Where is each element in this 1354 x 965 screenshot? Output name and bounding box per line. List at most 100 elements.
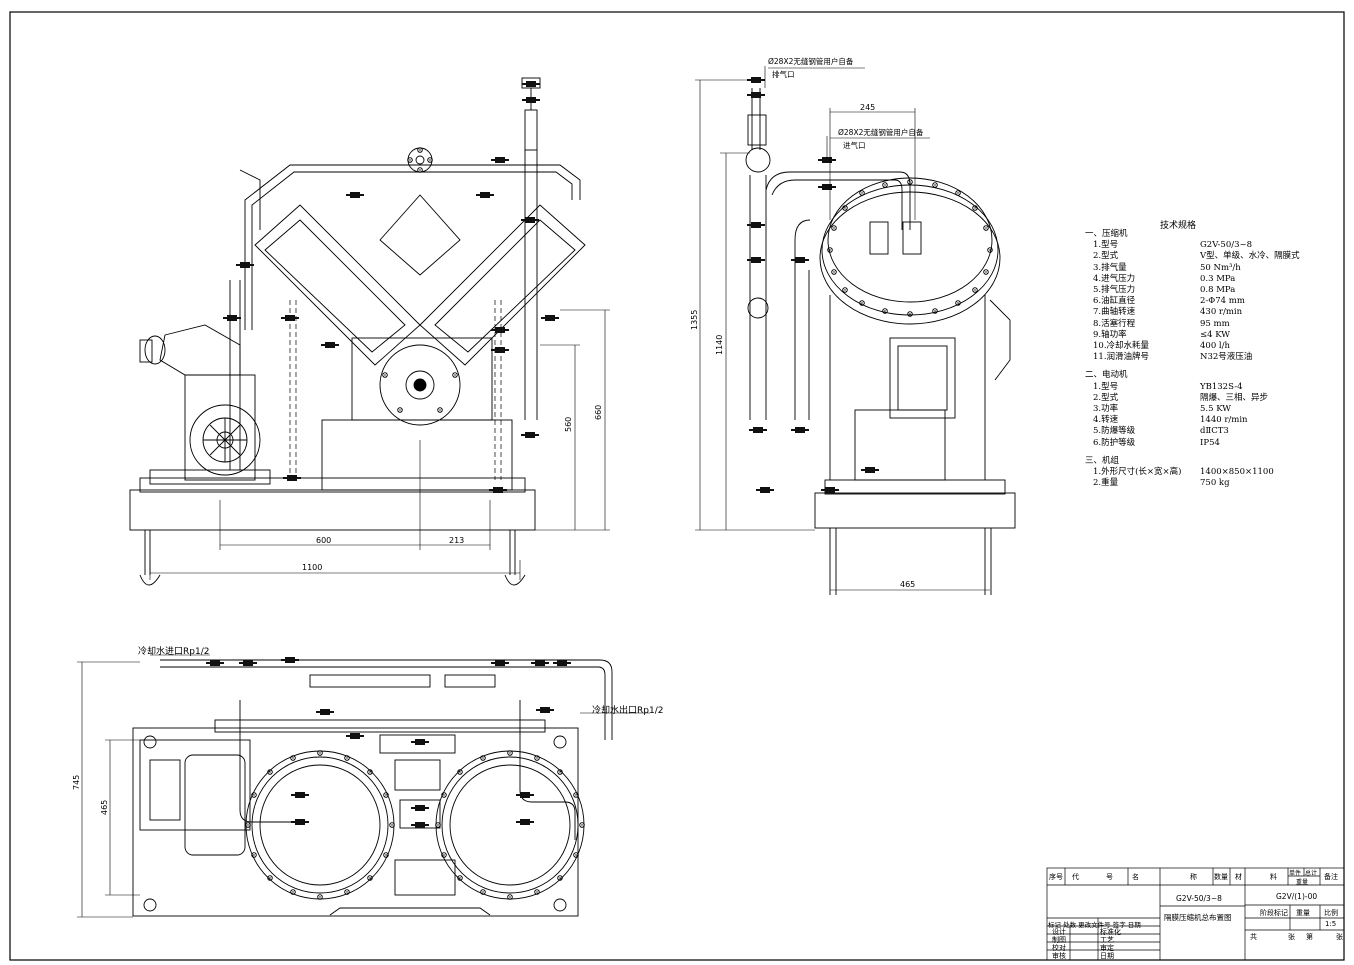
spec-value: ≤4 KW xyxy=(1200,329,1231,340)
spec-key: 6.油缸直径 xyxy=(1093,296,1136,307)
tb-drawing-name: 隔膜压缩机总布置图 xyxy=(1164,913,1232,922)
front-view-fittings xyxy=(223,81,559,493)
tb-hdr-mat2: 料 xyxy=(1270,873,1277,881)
dim-1100: 1100 xyxy=(302,563,322,572)
spec-value: YB132S-4 xyxy=(1200,381,1243,392)
spec-key: 4.进气压力 xyxy=(1093,273,1136,284)
tb-sign-date: 日期 xyxy=(1100,952,1114,960)
right-cylinder xyxy=(419,204,586,366)
spec-value: 5.5 KW xyxy=(1200,404,1232,415)
tb-hdr-code: 代 xyxy=(1072,873,1079,881)
tb-sheet-no: 第 xyxy=(1306,933,1313,941)
tb-hdr-mat: 材 xyxy=(1235,873,1242,881)
spec-key: 1.型号 xyxy=(1093,240,1119,251)
tb-weight: 重量 xyxy=(1296,909,1310,917)
base-skid xyxy=(129,489,536,531)
tb-sheet-total: 共 xyxy=(1250,933,1257,941)
spec-value: 430 r/min xyxy=(1200,307,1243,318)
spec-key: 3.排气量 xyxy=(1093,262,1127,273)
tb-sign-approve: 审定 xyxy=(1100,944,1114,952)
tb-stage-mark: 阶段标记 xyxy=(1260,909,1288,917)
spec-key: 1.型号 xyxy=(1093,381,1119,392)
dim-top-465: 465 xyxy=(100,800,109,815)
spec-value: 0.3 MPa xyxy=(1200,273,1236,284)
spec-value: 隔爆、三相、异步 xyxy=(1200,392,1269,403)
dim-600: 600 xyxy=(316,536,331,545)
side-view xyxy=(745,88,1016,595)
spec-key: 8.活塞行程 xyxy=(1093,318,1136,329)
spec-key: 2.重量 xyxy=(1093,478,1119,489)
outlet-note: 排气口 xyxy=(772,70,795,79)
spec-key: 3.功率 xyxy=(1093,404,1119,415)
water-outlet-note: 冷却水出口Rp1/2 xyxy=(592,706,664,716)
spec-key: 10.冷却水耗量 xyxy=(1093,341,1150,352)
top-frame xyxy=(132,727,579,917)
spec-value: 0.8 MPa xyxy=(1200,285,1236,296)
dim-1140: 1140 xyxy=(715,335,724,355)
dim-side-465: 465 xyxy=(900,580,915,589)
front-view-dimensions xyxy=(149,309,610,580)
side-base xyxy=(814,492,1016,529)
spec-value: 400 l/h xyxy=(1200,341,1230,352)
spec-value: 750 kg xyxy=(1200,478,1230,489)
tb-hdr-code2: 号 xyxy=(1106,873,1113,881)
tb-hdr-name: 名 xyxy=(1132,873,1139,881)
dim-213: 213 xyxy=(449,536,464,545)
spec-key: 11.润滑油牌号 xyxy=(1093,352,1150,363)
dim-560: 560 xyxy=(564,417,573,432)
top-view-dim-labels: 745 465 xyxy=(72,775,109,815)
tb-hdr-weight: 重量 xyxy=(1296,879,1309,886)
tb-hdr-remark: 备注 xyxy=(1324,873,1338,881)
title-block xyxy=(1046,867,1345,961)
left-cylinder xyxy=(254,204,421,366)
spec-key: 9.轴功率 xyxy=(1093,329,1127,340)
tb-scale-value: 1:5 xyxy=(1325,920,1337,928)
spec-title: 技术规格 xyxy=(1160,221,1197,231)
tb-rev-row: 标记 处数 更改文件号 签字 日期 xyxy=(1048,921,1141,929)
diaphragm-head xyxy=(827,177,993,303)
spec-value: N32号液压油 xyxy=(1200,352,1253,363)
tb-hdr-total-weight: 总计 xyxy=(1305,870,1318,877)
spec-key: 7.曲轴转速 xyxy=(1093,307,1136,318)
spec-value: G2V-50/3~8 xyxy=(1200,240,1253,251)
inlet-pipe-note: Ø28X2无缝钢管用户自备 xyxy=(838,128,924,137)
inlet-note: 进气口 xyxy=(843,141,866,150)
tb-sign-standard: 标准化 xyxy=(1100,928,1121,936)
spec-value: 50 Nm³/h xyxy=(1200,262,1241,273)
tb-model: G2V-50/3~8 xyxy=(1176,894,1222,903)
front-view-dim-labels: 600 213 1100 560 660 xyxy=(302,405,603,572)
side-view-dim-labels: 245 1355 1140 465 xyxy=(690,103,915,589)
spec-value: 95 mm xyxy=(1200,318,1230,329)
spec-key: 6.防护等级 xyxy=(1093,437,1136,448)
spec-value: 1400×850×1100 xyxy=(1200,467,1274,478)
sheet-border xyxy=(9,11,1345,961)
tb-hdr-seq: 序号 xyxy=(1049,873,1063,881)
top-view-dimensions xyxy=(77,654,650,918)
tb-drawing-no: G2V/(1)-00 xyxy=(1276,892,1318,901)
motor-box xyxy=(889,337,956,419)
spec-value: 1440 r/min xyxy=(1200,415,1248,426)
spec-value: IP54 xyxy=(1200,437,1220,448)
tb-hdr-qty: 数量 xyxy=(1214,873,1228,881)
dim-745: 745 xyxy=(72,775,81,790)
spec-key: 2.型式 xyxy=(1093,392,1119,403)
outlet-pipe-note: Ø28X2无缝钢管用户自备 xyxy=(768,57,854,66)
tb-sign-draw: 制图 xyxy=(1052,936,1066,944)
tb-sign-process: 工艺 xyxy=(1100,936,1114,944)
motor-fan xyxy=(189,404,261,476)
tb-sign-design: 设计 xyxy=(1052,928,1066,936)
spec-key: 1.外形尺寸(长×宽×高) xyxy=(1093,467,1182,478)
tb-sign-review: 审核 xyxy=(1052,952,1066,960)
spec-key: 5.防爆等级 xyxy=(1093,426,1136,437)
spec-value: 2-Φ74 mm xyxy=(1200,296,1245,307)
side-view-bolts xyxy=(747,77,993,493)
water-inlet-note: 冷却水进口Rp1/2 xyxy=(138,647,210,657)
spec-key: 2.型式 xyxy=(1093,251,1119,262)
dim-1355: 1355 xyxy=(690,310,699,330)
dim-245: 245 xyxy=(860,103,875,112)
front-view xyxy=(129,77,586,586)
side-view-dimensions xyxy=(695,66,990,591)
tb-sign-check: 校对 xyxy=(1052,944,1066,952)
